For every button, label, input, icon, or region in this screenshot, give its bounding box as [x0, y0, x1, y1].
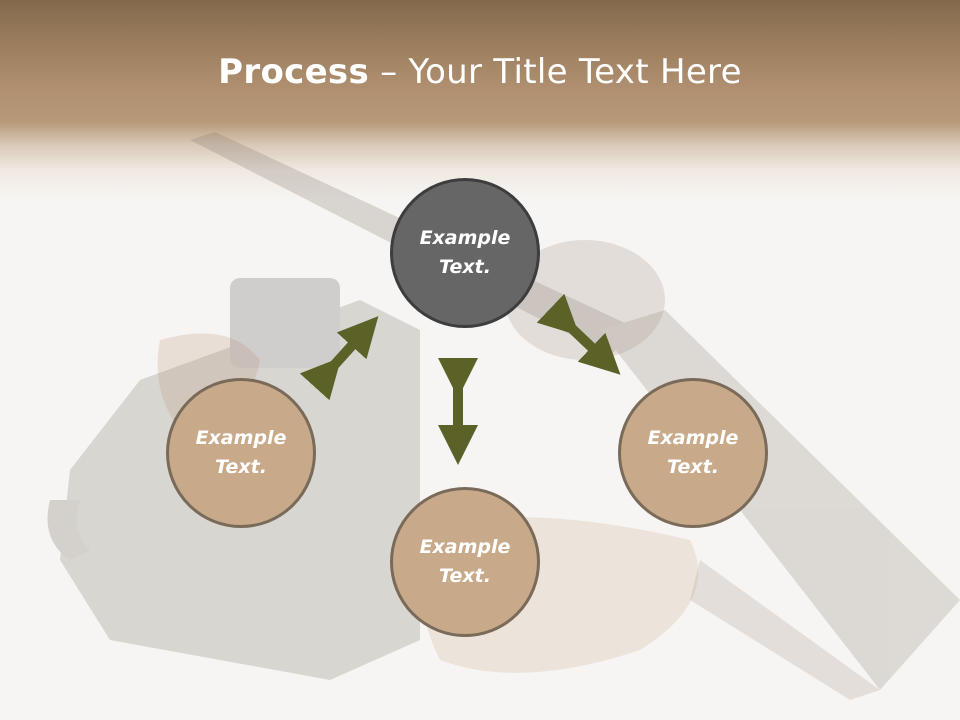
page-title: Process – Your Title Text Here — [0, 52, 960, 92]
backpack-strap — [47, 500, 90, 560]
process-node-top[interactable]: Example Text. — [390, 178, 540, 328]
process-node-right[interactable]: Example Text. — [618, 378, 768, 528]
process-node-bottom[interactable]: Example Text. — [390, 487, 540, 637]
header-band — [0, 0, 960, 200]
title-bold: Process — [218, 52, 370, 92]
process-node-right-label: Example Text. — [647, 427, 739, 478]
title-rest: – Your Title Text Here — [369, 52, 742, 92]
process-node-bottom-label: Example Text. — [419, 536, 511, 587]
process-node-left-label: Example Text. — [195, 427, 287, 478]
rifle-stock-end — [690, 560, 880, 700]
process-node-top-label: Example Text. — [419, 227, 511, 278]
process-node-left[interactable]: Example Text. — [166, 378, 316, 528]
